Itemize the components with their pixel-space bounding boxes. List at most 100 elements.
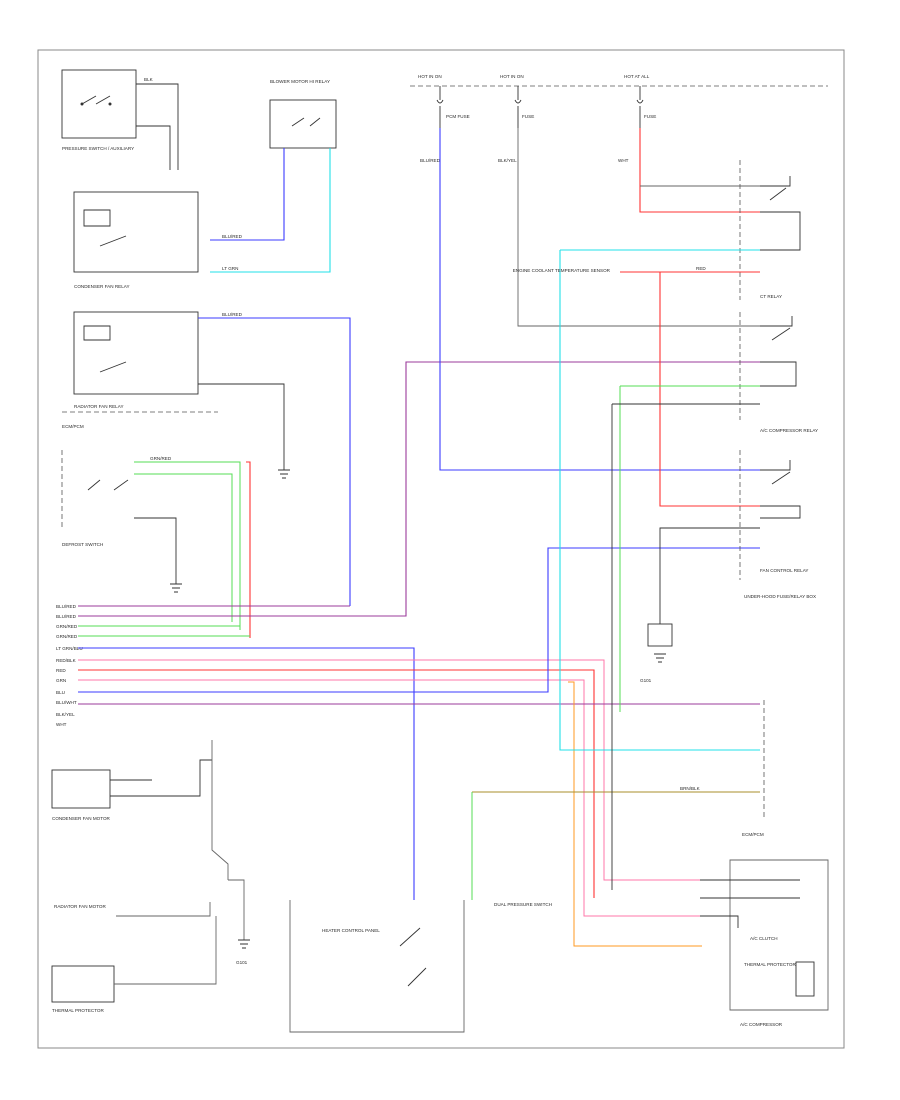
svg-text:FAN CONTROL RELAY: FAN CONTROL RELAY [760,568,809,573]
fuse-2: FUSE [514,86,534,128]
ac-compressor-relay: A/C COMPRESSOR RELAY [739,312,818,433]
red-drop-wire [659,272,760,507]
harness-line-5 [78,659,702,881]
legend-row-7: GRN [56,678,66,683]
feed3-red-wire [639,128,760,213]
svg-text:BLOWER MOTOR HI RELAY: BLOWER MOTOR HI RELAY [270,79,330,84]
fuse-1: PCM FUSE [436,86,470,128]
harness-legend: BLU/RED BLU/RED GRN/RED GRN/RED LT GRN/B… [56,604,83,727]
ground-symbol-1 [278,469,290,479]
blower-motor-hi-relay: BLOWER MOTOR HI RELAY [269,79,337,149]
defrost-switch: DEFROST SWITCH [61,450,129,547]
pcm-connector-block: ECM/PCM [742,700,765,837]
defrost-wire-code: GRN/RED [150,456,172,461]
svg-text:ENGINE COOLANT TEMPERATURE SEN: ENGINE COOLANT TEMPERATURE SENSOR [513,268,611,273]
blower-wire-code-cyan: LT GRN [222,266,238,271]
ground-symbol-2 [170,583,182,593]
ground-symbol-3: G101 [236,939,250,965]
ect-sensor: ENGINE COOLANT TEMPERATURE SENSOR [513,268,611,273]
fuse-3: FUSE [636,86,656,128]
legend-row-3: GRN/RED [56,634,78,639]
relay-ground-wire [198,383,285,470]
svg-text:RADIATOR FAN RELAY: RADIATOR FAN RELAY [74,404,124,409]
wire-code-feed3: WHT [618,158,629,163]
cyan-long-wire [559,249,760,751]
svg-text:ECM/PCM: ECM/PCM [742,832,764,837]
feed-label-2: HOT IN ON [500,74,524,79]
condenser-fan-relay: CONDENSER FAN RELAY [73,191,199,289]
svg-text:RADIATOR FAN MOTOR: RADIATOR FAN MOTOR [54,904,106,909]
pressure-wire-code: BLK [144,77,154,82]
legend-row-6: RED [56,668,66,673]
feed-label-1: HOT IN ON [418,74,442,79]
harness-line-orange [568,681,702,947]
svg-text:DEFROST SWITCH: DEFROST SWITCH [62,542,103,547]
svg-text:THERMAL PROTECTOR: THERMAL PROTECTOR [52,1008,104,1013]
harness-line-6 [78,669,595,898]
defrost-wire-green1 [134,461,241,630]
harness-line-1 [78,361,790,617]
relay-wire-code-blue: BLU/RED [222,312,243,317]
feed-label-3: HOT AT ALL [624,74,650,79]
dual-pressure-label: DUAL PRESSURE SWITCH [494,902,552,907]
svg-text:HEATER CONTROL PANEL: HEATER CONTROL PANEL [322,928,380,933]
green-relay-wire [619,385,760,712]
thermal-protector: THERMAL PROTECTOR [51,916,217,1013]
defrost-wire-red [246,461,251,638]
feed1-blue-wire [439,128,760,471]
defrost-wire-green2 [134,473,233,622]
legend-row-1: BLU/RED [56,614,77,619]
svg-text:THERMAL PROTECTOR: THERMAL PROTECTOR [744,962,796,967]
legend-row-10: BLK/YEL [56,712,75,717]
svg-text:CONDENSER FAN RELAY: CONDENSER FAN RELAY [74,284,130,289]
feed2-gray-wire [517,128,760,327]
wire-code-feed2: BLK/YEL [498,158,517,163]
svg-text:G101: G101 [640,678,652,683]
underhood-black-wire [659,527,760,640]
ground-symbol-4: G101 [640,623,673,683]
blower-wire-code-blue: BLU/RED [222,234,243,239]
condenser-feed-wire [211,740,229,880]
underhood-label: UNDER-HOOD FUSE/RELAY BOX [744,594,816,599]
radiator-fan-motor: RADIATOR FAN MOTOR [54,902,211,917]
harness-line-7 [78,679,700,917]
wire-code-feed1: BLU/RED [420,158,441,163]
harness-line-8 [78,547,760,693]
pressure-wire-a [136,83,179,170]
svg-text:A/C CLUTCH: A/C CLUTCH [750,936,778,941]
svg-text:FUSE: FUSE [644,114,656,119]
relay-wire-blue [198,317,351,606]
ground-wire-a [228,879,245,940]
ecm-label: ECM/PCM [62,424,84,429]
svg-text:CONDENSER FAN MOTOR: CONDENSER FAN MOTOR [52,816,111,821]
brown-wire-code: BRN/BLK [680,786,701,791]
svg-text:A/C COMPRESSOR: A/C COMPRESSOR [740,1022,783,1027]
legend-row-5: RED/BLK [56,658,77,663]
diagram-frame [37,49,845,1049]
legend-row-11: WHT [56,722,67,727]
svg-text:CT RELAY: CT RELAY [760,294,782,299]
radiator-fan-relay: RADIATOR FAN RELAY [73,311,199,409]
svg-text:A/C COMPRESSOR RELAY: A/C COMPRESSOR RELAY [760,428,818,433]
legend-row-4: LT GRN/BLU [56,646,83,651]
heater-control-panel: HEATER CONTROL PANEL [289,900,465,1033]
black-relay-wire [611,403,760,890]
legend-row-9: BLU/WHT [56,700,77,705]
pressure-switch: PRESSURE SWITCH / AUXILIARY [61,69,137,151]
blower-wire-blue [210,148,285,241]
legend-row-2: GRN/RED [56,624,78,629]
ect-wire-code: RED [696,266,706,271]
svg-text:PCM FUSE: PCM FUSE [446,114,470,119]
legend-row-8: BLU [56,690,65,695]
condenser-fan-motor: CONDENSER FAN MOTOR [51,769,111,821]
svg-text:G101: G101 [236,960,248,965]
legend-row-0: BLU/RED [56,604,77,609]
defrost-ground-wire [134,517,177,584]
harness-line-4 [78,647,415,900]
svg-text:FUSE: FUSE [522,114,534,119]
svg-text:PRESSURE SWITCH / AUXILIARY: PRESSURE SWITCH / AUXILIARY [62,146,134,151]
condenser-fan-wire [110,759,212,797]
pressure-wire-b [136,125,171,170]
fan-control-relay: FAN CONTROL RELAY [739,450,809,580]
